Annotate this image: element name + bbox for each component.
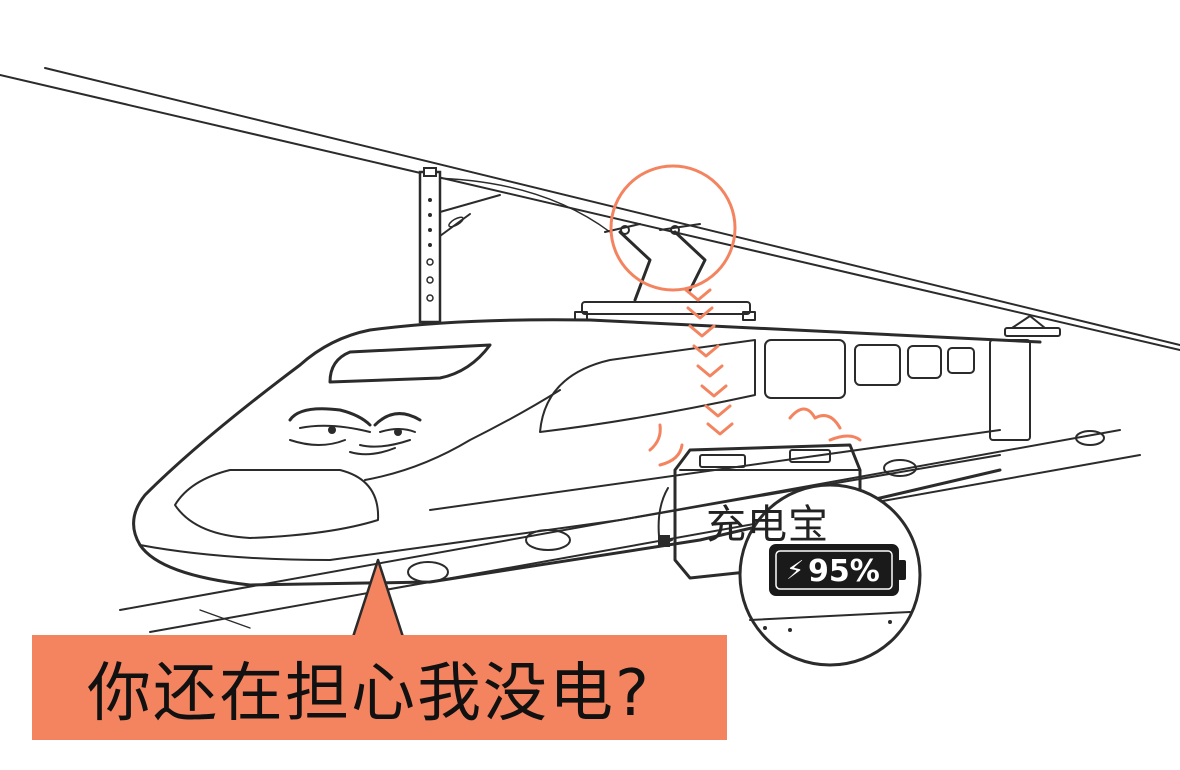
battery-percent: 95% bbox=[808, 554, 880, 589]
caption-box bbox=[32, 635, 727, 740]
train-face bbox=[288, 407, 422, 456]
rails bbox=[119, 429, 1141, 633]
bolt-icon: ⚡ bbox=[786, 556, 805, 586]
overhead-wires bbox=[0, 67, 1180, 351]
train-body bbox=[132, 301, 1105, 587]
battery-indicator bbox=[769, 544, 906, 596]
charge-arrows bbox=[684, 288, 734, 436]
caption-text: 你还在担心我没电? bbox=[87, 656, 651, 731]
catenary-mast bbox=[418, 167, 501, 324]
caption-pointer bbox=[350, 558, 406, 642]
highlight-circle bbox=[609, 164, 737, 292]
spark-lines bbox=[648, 407, 862, 467]
pantograph bbox=[604, 223, 707, 302]
power-bank-label: 充电宝 bbox=[706, 502, 829, 548]
